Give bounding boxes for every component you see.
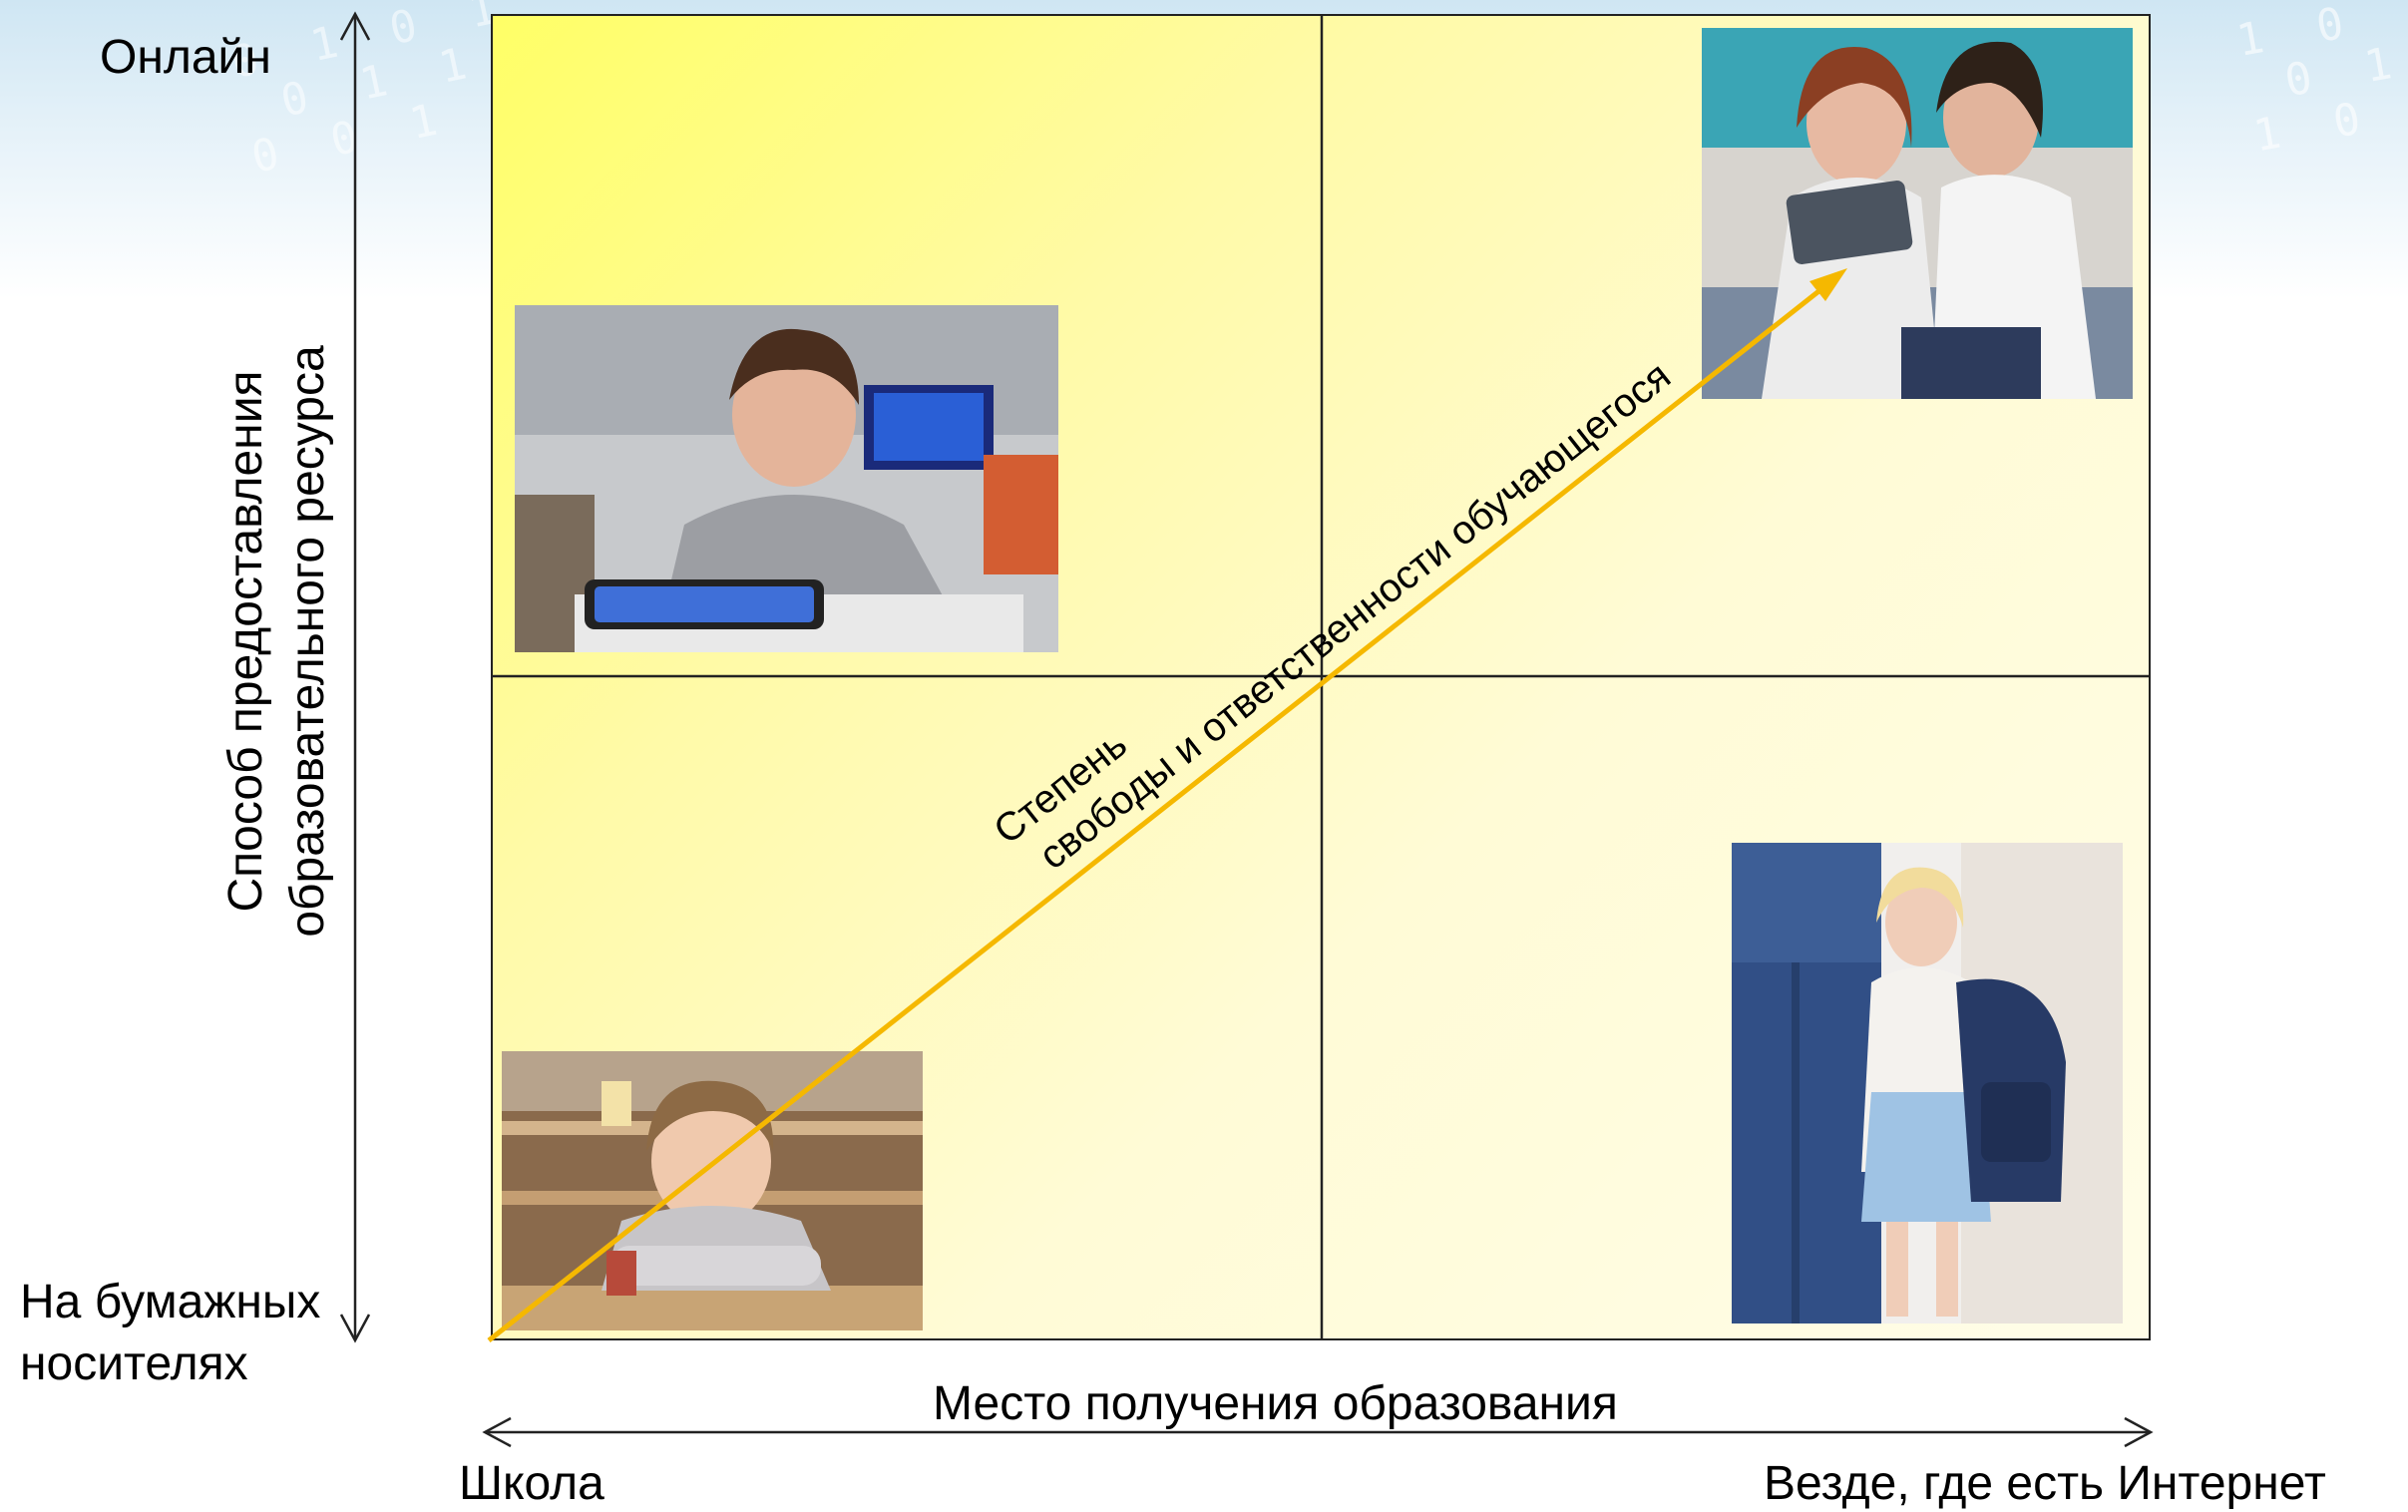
diagonal-label: Степень свободы и ответственности обучаю… <box>986 354 1679 879</box>
x-axis-arrow <box>482 1416 2154 1448</box>
x-axis-right-label: Везде, где есть Интернет <box>1764 1457 2326 1510</box>
photo-boy-at-desk <box>502 1051 923 1330</box>
photo-girl-with-backpack <box>1732 843 2123 1323</box>
y-axis-arrow <box>339 11 371 1343</box>
photo-teens-with-tablet <box>1702 28 2133 399</box>
x-axis-title: Место получения образования <box>933 1377 1618 1430</box>
y-axis-title-line1: Способ предоставления <box>219 370 272 913</box>
photo-boy-with-tablet <box>515 305 1058 652</box>
y-axis-bottom-label-line1: На бумажных <box>20 1276 321 1328</box>
girl-with-backpack-image <box>1732 843 2123 1323</box>
boy-with-tablet-image <box>515 305 1058 652</box>
freedom-diagonal-arrow <box>487 268 1847 1342</box>
y-axis-title-line2: образовательного ресурса <box>281 345 334 938</box>
x-axis-left-label: Школа <box>459 1457 604 1510</box>
teens-with-tablet-image <box>1702 28 2133 399</box>
boy-at-desk-image <box>502 1051 923 1330</box>
y-axis-top-label: Онлайн <box>100 31 271 84</box>
diagonal-label-line2: свободы и ответственности обучающегося <box>1031 354 1679 879</box>
y-axis-bottom-label-line2: носителях <box>20 1337 248 1390</box>
